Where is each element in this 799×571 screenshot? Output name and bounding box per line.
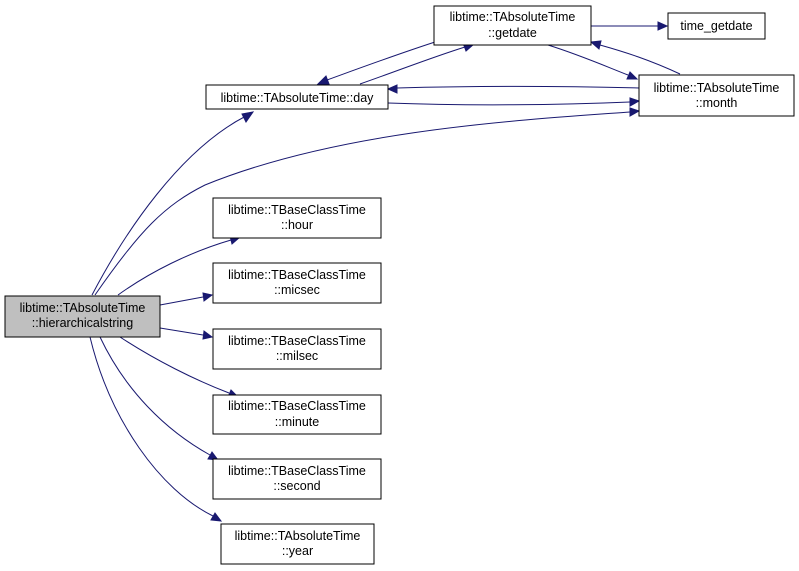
nodes: libtime::TAbsoluteTime ::hierarchicalstr… — [4, 5, 795, 565]
node-year-line-1: libtime::TAbsoluteTime — [235, 529, 361, 543]
node-getdate-line-2: ::getdate — [488, 26, 537, 40]
node-hierarchicalstring-line-2: ::hierarchicalstring — [32, 316, 133, 330]
node-year-box — [220, 523, 375, 565]
edge-hierarchicalstring-to-micsec — [159, 292, 214, 306]
edge-month-to-getdate — [589, 40, 681, 75]
node-time-getdate[interactable]: time_getdate — [667, 12, 766, 40]
node-month-line-1: libtime::TAbsoluteTime — [654, 81, 780, 95]
edge-day-to-month — [387, 97, 641, 107]
node-minute-line-2: ::minute — [275, 415, 320, 429]
node-milsec-line-1: libtime::TBaseClassTime — [228, 334, 366, 348]
node-time-getdate-label: time_getdate — [680, 19, 752, 33]
node-hour-box — [212, 197, 382, 239]
node-micsec-line-1: libtime::TBaseClassTime — [228, 268, 366, 282]
node-hierarchicalstring-box — [4, 295, 161, 338]
node-year[interactable]: libtime::TAbsoluteTime ::year — [220, 523, 375, 565]
node-day-label: libtime::TAbsoluteTime::day — [221, 91, 375, 105]
node-milsec-box — [212, 328, 382, 370]
edge-hierarchicalstring-to-second — [99, 336, 220, 461]
edge-month-to-day — [386, 84, 640, 94]
node-second-line-2: ::second — [273, 479, 320, 493]
node-getdate[interactable]: libtime::TAbsoluteTime ::getdate — [433, 5, 592, 46]
node-hierarchicalstring-line-1: libtime::TAbsoluteTime — [20, 301, 146, 315]
edge-getdate-to-month — [547, 44, 639, 80]
node-day[interactable]: libtime::TAbsoluteTime::day — [205, 84, 389, 110]
edge-hierarchicalstring-to-year — [89, 336, 223, 522]
edge-getdate-to-time-getdate — [591, 21, 669, 31]
node-second-box — [212, 458, 382, 500]
node-hour[interactable]: libtime::TBaseClassTime ::hour — [212, 197, 382, 239]
node-getdate-box — [433, 5, 592, 46]
node-month[interactable]: libtime::TAbsoluteTime ::month — [638, 74, 795, 117]
node-micsec[interactable]: libtime::TBaseClassTime ::micsec — [212, 262, 382, 304]
node-year-line-2: ::year — [282, 544, 313, 558]
edge-hierarchicalstring-to-day — [91, 111, 255, 296]
node-getdate-line-1: libtime::TAbsoluteTime — [450, 10, 576, 24]
node-hierarchicalstring[interactable]: libtime::TAbsoluteTime ::hierarchicalstr… — [4, 295, 161, 338]
edge-hierarchicalstring-to-month — [94, 107, 641, 296]
node-second[interactable]: libtime::TBaseClassTime ::second — [212, 458, 382, 500]
edge-getdate-to-day — [316, 41, 436, 85]
node-second-line-1: libtime::TBaseClassTime — [228, 464, 366, 478]
node-minute[interactable]: libtime::TBaseClassTime ::minute — [212, 394, 382, 435]
node-micsec-line-2: ::micsec — [274, 283, 320, 297]
node-minute-box — [212, 394, 382, 435]
node-time-getdate-box — [667, 12, 766, 40]
edges — [89, 21, 681, 522]
node-hour-line-1: libtime::TBaseClassTime — [228, 203, 366, 217]
node-hour-line-2: ::hour — [281, 218, 313, 232]
node-month-line-2: ::month — [696, 96, 738, 110]
node-milsec-line-2: ::milsec — [276, 349, 318, 363]
edge-day-to-getdate — [359, 42, 476, 85]
node-minute-line-1: libtime::TBaseClassTime — [228, 399, 366, 413]
node-micsec-box — [212, 262, 382, 304]
node-month-box — [638, 74, 795, 117]
edge-hierarchicalstring-to-milsec — [159, 327, 214, 340]
node-day-box — [205, 84, 389, 110]
node-milsec[interactable]: libtime::TBaseClassTime ::milsec — [212, 328, 382, 370]
